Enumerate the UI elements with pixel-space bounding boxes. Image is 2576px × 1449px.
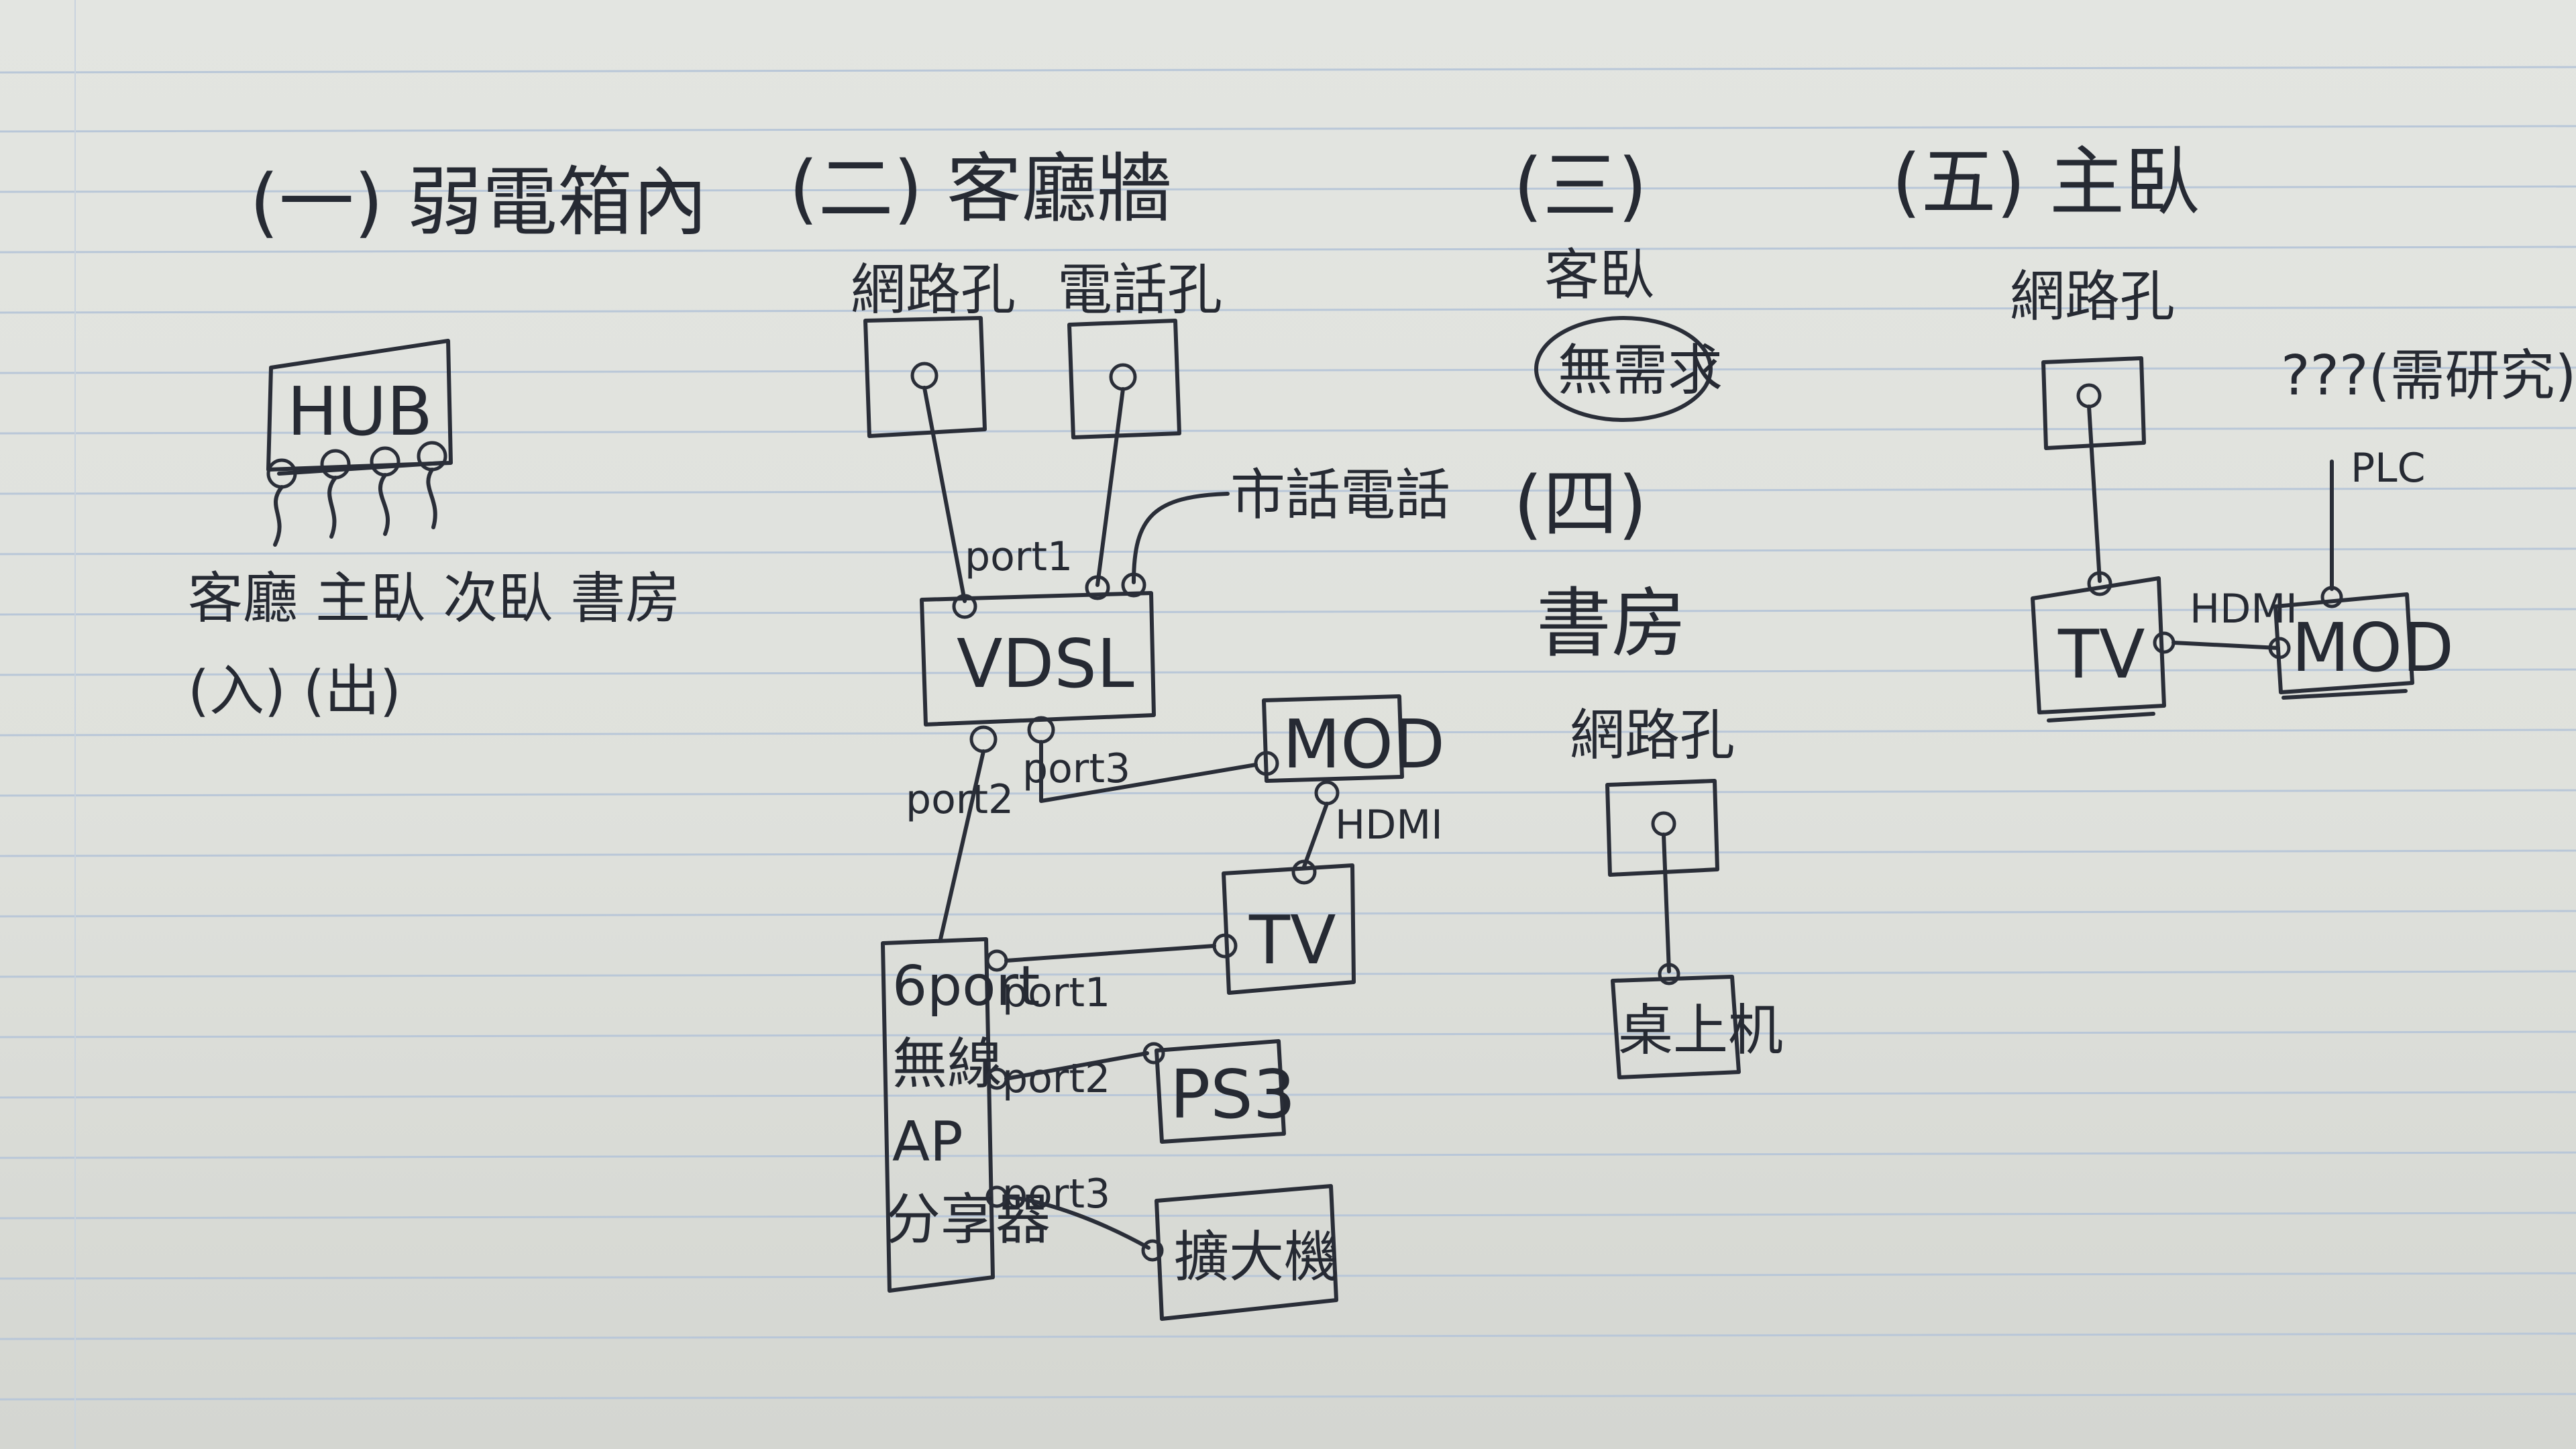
study-net-jack-box xyxy=(1605,779,1719,877)
section-3-guest-room: (三) 客臥 無需求 xyxy=(1513,143,1723,422)
section-3-title: (三) xyxy=(1513,143,1647,230)
hub-cable-1 xyxy=(273,485,284,547)
ap-to-tv-line xyxy=(1004,944,1216,963)
phone-jack-socket xyxy=(1109,363,1137,391)
master-tv-stand xyxy=(2047,712,2155,722)
hub-rooms-label: 客廳 主臥 次臥 書房 xyxy=(188,567,680,631)
vdsl-port-phone xyxy=(1085,575,1110,600)
master-net-jack-label: 網路孔 xyxy=(2010,265,2175,329)
ap-box xyxy=(881,937,995,1293)
section-5-title: (五) 主臥 xyxy=(1892,139,2200,226)
ap-line-2: 無線 xyxy=(892,1032,1002,1096)
plc-label: PLC xyxy=(2351,445,2426,492)
amp-label: 擴大機 xyxy=(1174,1226,1339,1289)
hub-cable-2 xyxy=(327,476,337,539)
vdsl-to-ap-line xyxy=(938,749,985,941)
tv-label: TV xyxy=(1248,901,1336,979)
vdsl-label: VDSL xyxy=(957,625,1134,703)
master-mod-stand xyxy=(2282,689,2408,700)
vdsl-port3-label: port3 xyxy=(1022,745,1130,792)
phone-jack-box xyxy=(1067,319,1181,439)
phone-jack-to-vdsl-line xyxy=(1095,387,1125,587)
master-tv-port-hdmi xyxy=(2153,631,2176,654)
amp-box xyxy=(1155,1184,1338,1321)
vdsl-port-1 xyxy=(952,594,977,619)
master-net-jack-socket xyxy=(2076,383,2102,409)
vdsl-to-mod-line xyxy=(1039,740,1258,803)
ap-line-1: 6port xyxy=(892,955,1040,1018)
hub-box xyxy=(266,339,453,472)
section-2-living-room-wall: (二) 客廳牆 網路孔 電話孔 port1 市話電話 VDSL port2 po… xyxy=(789,146,1450,1321)
hub-cable-4 xyxy=(426,468,437,529)
master-net-jack-box xyxy=(2041,356,2146,450)
net-jack-label: 網路孔 xyxy=(851,258,1016,322)
question-label: ???(需研究) xyxy=(2281,344,2576,408)
vdsl-box xyxy=(920,591,1156,727)
section-2-title: (二) 客廳牆 xyxy=(789,146,1172,233)
study-label: 書房 xyxy=(1536,580,1686,667)
no-need-circle xyxy=(1534,316,1713,422)
master-tv-port-lan xyxy=(2087,571,2112,596)
desktop-box xyxy=(1611,975,1741,1079)
hub-cable-3 xyxy=(378,473,390,536)
hub-label: HUB xyxy=(287,372,433,451)
master-mod-port-plc xyxy=(2320,586,2343,608)
section-5-master-bedroom: (五) 主臥 網路孔 ???(需研究) PLC TV HDMI MOD xyxy=(1892,139,2576,722)
mod-hdmi-label: HDMI xyxy=(1335,802,1443,849)
no-need-label: 無需求 xyxy=(1558,339,1723,402)
vdsl-port1-label: port1 xyxy=(965,533,1073,580)
jack-to-tv-line xyxy=(2087,405,2102,583)
ps3-port xyxy=(1142,1042,1165,1065)
ap-port3-label: port3 xyxy=(1002,1171,1110,1218)
ap-port1-label: port1 xyxy=(1002,969,1110,1016)
desktop-label: 桌上机 xyxy=(1618,999,1783,1063)
phone-line-label: 市話電話 xyxy=(1230,464,1450,527)
hub-port-bar xyxy=(277,461,445,476)
section-1-title: (一) 弱電箱內 xyxy=(250,159,708,246)
master-tv-box xyxy=(2031,576,2166,714)
net-jack-to-vdsl-line xyxy=(922,386,967,603)
amp-port xyxy=(1141,1239,1164,1262)
vdsl-port2-label: port2 xyxy=(906,776,1014,823)
hub-port-2 xyxy=(320,449,351,480)
vdsl-port-line xyxy=(1121,572,1146,598)
section-4-title: (四) xyxy=(1513,461,1647,548)
study-net-jack-label: 網路孔 xyxy=(1570,704,1735,767)
net-jack-socket xyxy=(910,362,938,390)
tv-port-hdmi xyxy=(1291,859,1317,885)
mod-label: MOD xyxy=(1283,705,1445,784)
ap-to-amp-line xyxy=(1004,1195,1150,1250)
tv-to-mod-line xyxy=(2171,641,2280,650)
master-mod-label: MOD xyxy=(2292,608,2454,687)
net-jack-box xyxy=(863,316,987,438)
hub-rooms-sub-label: (入) (出) xyxy=(188,659,401,723)
master-tv-label: TV xyxy=(2057,615,2145,694)
mod-to-tv-line xyxy=(1302,802,1329,869)
ap-to-ps3-line xyxy=(1004,1051,1149,1081)
phone-line-cable xyxy=(1132,492,1230,584)
ps3-label: PS3 xyxy=(1170,1055,1295,1134)
master-hdmi-label: HDMI xyxy=(2190,586,2298,633)
master-mod-box xyxy=(2273,592,2414,694)
ap-line-3: AP xyxy=(892,1110,963,1174)
master-mod-port-hdmi xyxy=(2268,637,2291,659)
section-4-study: (四) 書房 網路孔 桌上机 xyxy=(1513,461,1783,1079)
section-1-distribution-box: (一) 弱電箱內 HUB 客廳 主臥 次臥 書房 (入) (出) xyxy=(188,159,708,723)
tv-box xyxy=(1222,863,1356,995)
phone-jack-label: 電話孔 xyxy=(1057,258,1222,322)
ps3-box xyxy=(1155,1039,1286,1144)
desktop-port xyxy=(1658,963,1680,985)
jack-to-desktop-line xyxy=(1662,833,1671,973)
study-net-jack-socket xyxy=(1651,811,1676,837)
vdsl-port-2 xyxy=(969,725,998,753)
hub-port-3 xyxy=(370,446,400,477)
guest-room-label: 客臥 xyxy=(1544,244,1654,307)
